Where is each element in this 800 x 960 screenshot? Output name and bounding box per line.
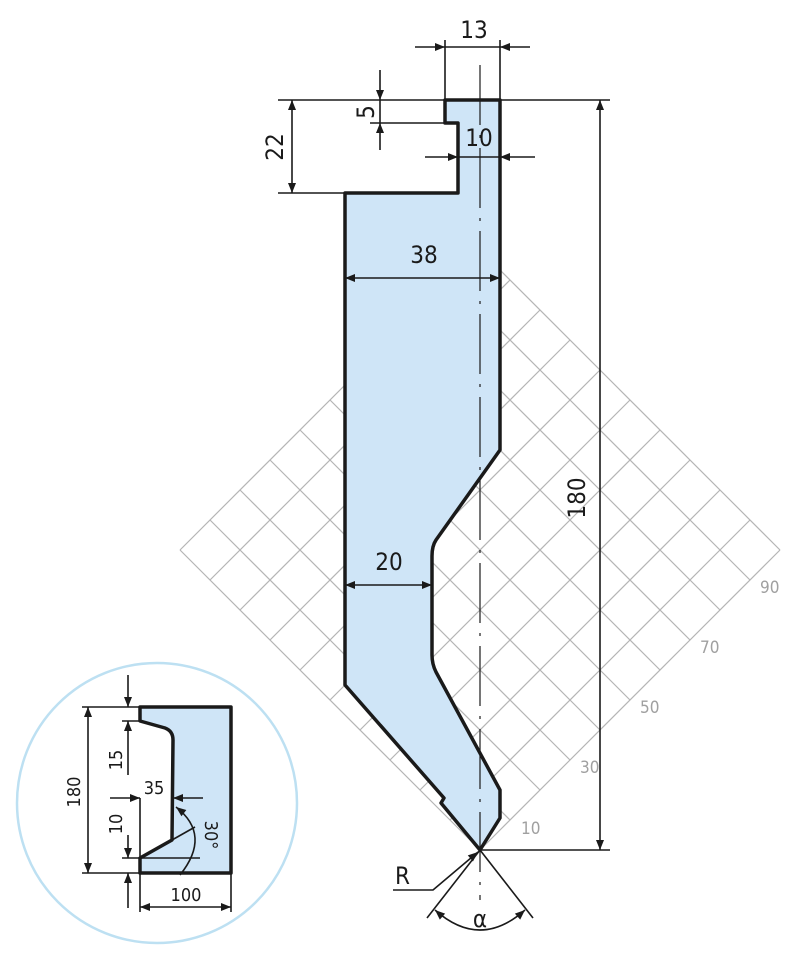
inset-dim-depth: 35 [144,778,165,799]
tip-radius-label: R [395,862,410,890]
dim-shoulder-height: 22 [261,133,289,160]
grid-label: 30 [580,758,599,778]
dim-total-height: 180 [563,477,591,518]
inset-circle [15,661,299,945]
grid-labels: 10 30 50 70 90 [521,578,779,839]
grid-label: 90 [760,578,779,598]
dim-step-height: 5 [352,105,380,119]
tool-profile [343,98,502,852]
inset-dim-angle: 30° [200,821,221,850]
inset-dim-height: 180 [64,777,85,808]
tip-angle-label: α [473,905,487,933]
grid-label: 50 [640,698,659,718]
inset-dim-bottom-offset: 10 [106,814,127,835]
inset-dim-width: 100 [171,885,202,906]
dim-neck-width: 10 [465,124,492,152]
inset-detail: 180 15 35 10 30° 100 [15,661,299,945]
grid-label: 70 [700,638,719,658]
dim-top-width: 13 [460,16,487,44]
dim-body-width: 38 [410,241,437,269]
grid-line [479,249,781,551]
inset-dim-top-offset: 15 [106,750,127,771]
grid-label: 10 [521,819,540,839]
dim-waist-width: 20 [375,548,402,576]
